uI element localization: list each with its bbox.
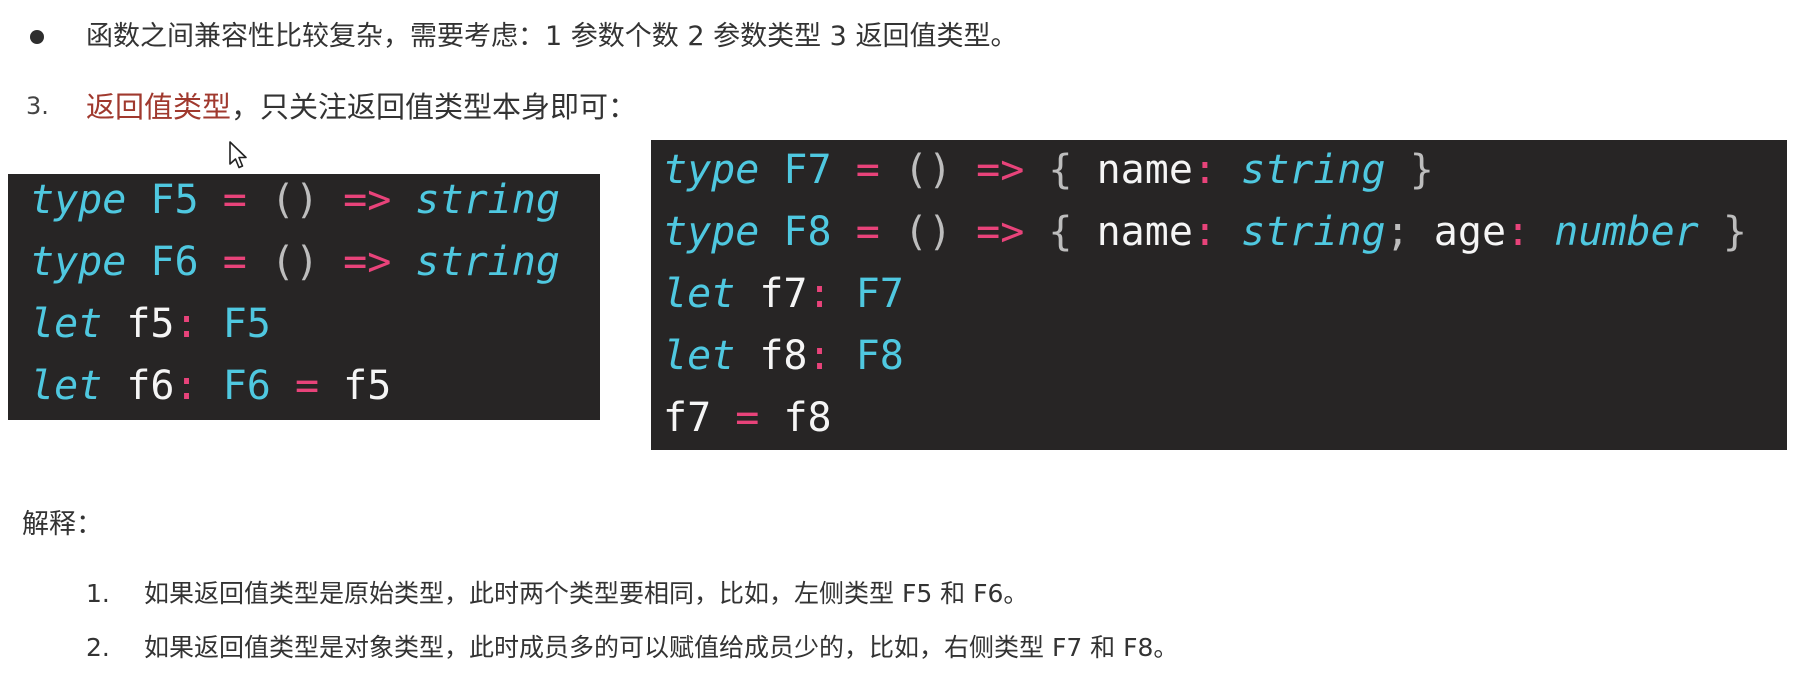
code-token: let [30,301,103,347]
mouse-cursor-icon [229,141,247,169]
section-number: 3. [26,92,49,120]
code-token: let [663,333,736,379]
code-token: : [174,363,199,409]
code-token: type [30,239,127,285]
code-token: = [222,239,247,285]
explanation-title: 解释： [22,509,103,540]
code-token: F8 [855,333,904,379]
code-token: type [663,147,760,193]
code-token: F5 [222,301,271,347]
code-token: = [855,147,880,193]
list-number: 2. [86,633,110,662]
code-token: f7 [759,271,808,317]
code-token: : [807,333,832,379]
code-token: () [270,239,320,285]
code-token: type [30,177,127,223]
code-line: let f8: F8 [663,325,1787,387]
code-token: f5 [343,363,392,409]
code-token: F7 [855,271,904,317]
section-heading-rest: ，只关注返回值类型本身即可： [231,90,638,124]
code-line: type F7 = () => { name: string } [663,139,1787,201]
code-token: string [1241,209,1386,255]
code-token: : [1192,147,1218,193]
code-line: let f5: F5 [30,293,600,355]
code-line: f7 = f8 [663,387,1787,449]
explanation-item-1: 1. 如果返回值类型是原始类型，此时两个类型要相同，比如，左侧类型 F5 和 F6… [86,574,1028,610]
code-token: f5 [126,301,175,347]
code-token: string [415,239,560,285]
code-line: type F8 = () => { name: string; age: num… [663,201,1787,263]
list-number: 1. [86,579,110,608]
code-token: = [855,209,880,255]
code-token: f6 [126,363,175,409]
code-token: age [1433,209,1507,255]
code-token: : [1192,209,1218,255]
code-line: type F5 = () => string [30,169,600,231]
code-token: F6 [150,239,199,285]
code-token: : [1506,209,1531,255]
code-token: F6 [222,363,271,409]
code-token: name [1096,209,1193,255]
list-text: 如果返回值类型是原始类型，此时两个类型要相同，比如，左侧类型 F5 和 F6。 [144,579,1029,608]
code-token: let [30,363,103,409]
code-token: f8 [783,395,832,441]
code-line: let f7: F7 [663,263,1787,325]
code-token: F7 [783,147,832,193]
code-token: string [415,177,560,223]
code-token: f8 [759,333,808,379]
code-token: number [1554,209,1699,255]
code-token: F8 [783,209,832,255]
code-line: type F6 = () => string [30,231,600,293]
code-token: => [343,177,392,223]
code-token: => [343,239,392,285]
code-token: => [976,147,1025,193]
code-token: F5 [150,177,199,223]
code-token: () [903,209,953,255]
bullet-dot [30,30,44,44]
list-text: 如果返回值类型是对象类型，此时成员多的可以赋值给成员少的，比如，右侧类型 F7 … [144,633,1179,662]
code-token: = [294,363,320,409]
code-token: = [735,395,760,441]
code-token: { [1048,147,1073,193]
code-token: = [222,177,247,223]
code-token: : [174,301,199,347]
section-heading: 返回值类型，只关注返回值类型本身即可： [86,84,637,126]
code-token: } [1409,147,1434,193]
code-token: string [1241,147,1386,193]
code-token: : [807,271,832,317]
code-token: () [270,177,320,223]
code-token: name [1096,147,1193,193]
explanation-item-2: 2. 如果返回值类型是对象类型，此时成员多的可以赋值给成员少的，比如，右侧类型 F… [86,628,1178,664]
code-line: let f6: F6 = f5 [30,355,600,417]
section-highlight: 返回值类型 [86,90,232,124]
code-token: ; [1385,209,1410,255]
code-token: type [663,209,760,255]
code-token: { [1048,209,1073,255]
code-token: f7 [663,395,712,441]
code-token: let [663,271,736,317]
code-token: => [976,209,1025,255]
code-token: () [903,147,953,193]
code-token: } [1722,209,1747,255]
code-block-right: type F7 = () => { name: string } type F8… [651,140,1787,450]
code-block-left: type F5 = () => string type F6 = () => s… [8,174,600,420]
bullet-text: 函数之间兼容性比较复杂，需要考虑：1 参数个数 2 参数类型 3 返回值类型。 [86,21,1018,52]
